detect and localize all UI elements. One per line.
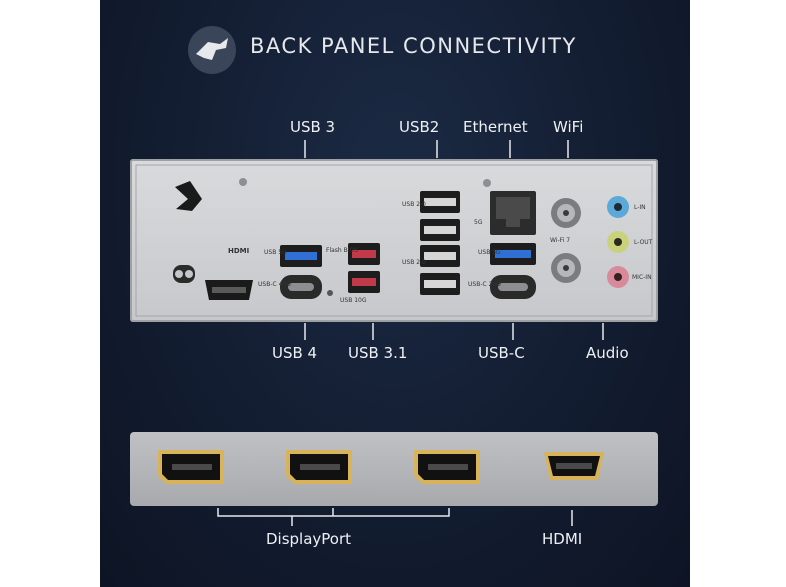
usb20-text-b: USB 2.0	[402, 259, 426, 266]
label-wifi: WiFi	[553, 118, 584, 136]
io-shield-panel: HDMI USB 5G USB-C 40G Flash BIOS USB 10G…	[130, 159, 658, 322]
label-audio: Audio	[586, 344, 629, 362]
display-output-panel	[130, 432, 658, 506]
micin-text: MIC-IN	[632, 274, 652, 281]
label-usb3: USB 3	[290, 118, 336, 136]
usb-5g-text: USB 5G	[264, 249, 287, 256]
hdmi-logo-text: HDMI	[228, 247, 250, 255]
display-ports-drawing	[158, 450, 604, 484]
usb-5g-text-b: USB 5G	[478, 249, 501, 256]
label-ethernet: Ethernet	[463, 118, 528, 136]
flash-bios-text: Flash BIOS	[326, 247, 359, 254]
page-title: BACK PANEL CONNECTIVITY	[250, 34, 577, 58]
wifi7-text: Wi-Fi 7	[550, 237, 571, 244]
label-usb4: USB 4	[272, 344, 318, 362]
usbc-40g-text: USB-C 40G	[258, 281, 291, 288]
io-shield-drawing	[135, 164, 653, 317]
usb-10g-text: USB 10G	[340, 297, 367, 304]
usbc-20g-text: USB-C 20G	[468, 281, 501, 288]
label-usb31: USB 3.1	[348, 344, 408, 362]
usb20-text-a: USB 2.0	[402, 201, 426, 208]
label-displayport: DisplayPort	[266, 530, 352, 548]
label-usb2: USB2	[399, 118, 440, 136]
label-hdmi: HDMI	[542, 530, 583, 548]
brand-logo-icon	[188, 26, 236, 74]
label-usbc: USB-C	[478, 344, 525, 362]
lin-text: L-IN	[634, 204, 646, 211]
5g-text: 5G	[474, 219, 483, 226]
lout-text: L-OUT	[634, 239, 653, 246]
